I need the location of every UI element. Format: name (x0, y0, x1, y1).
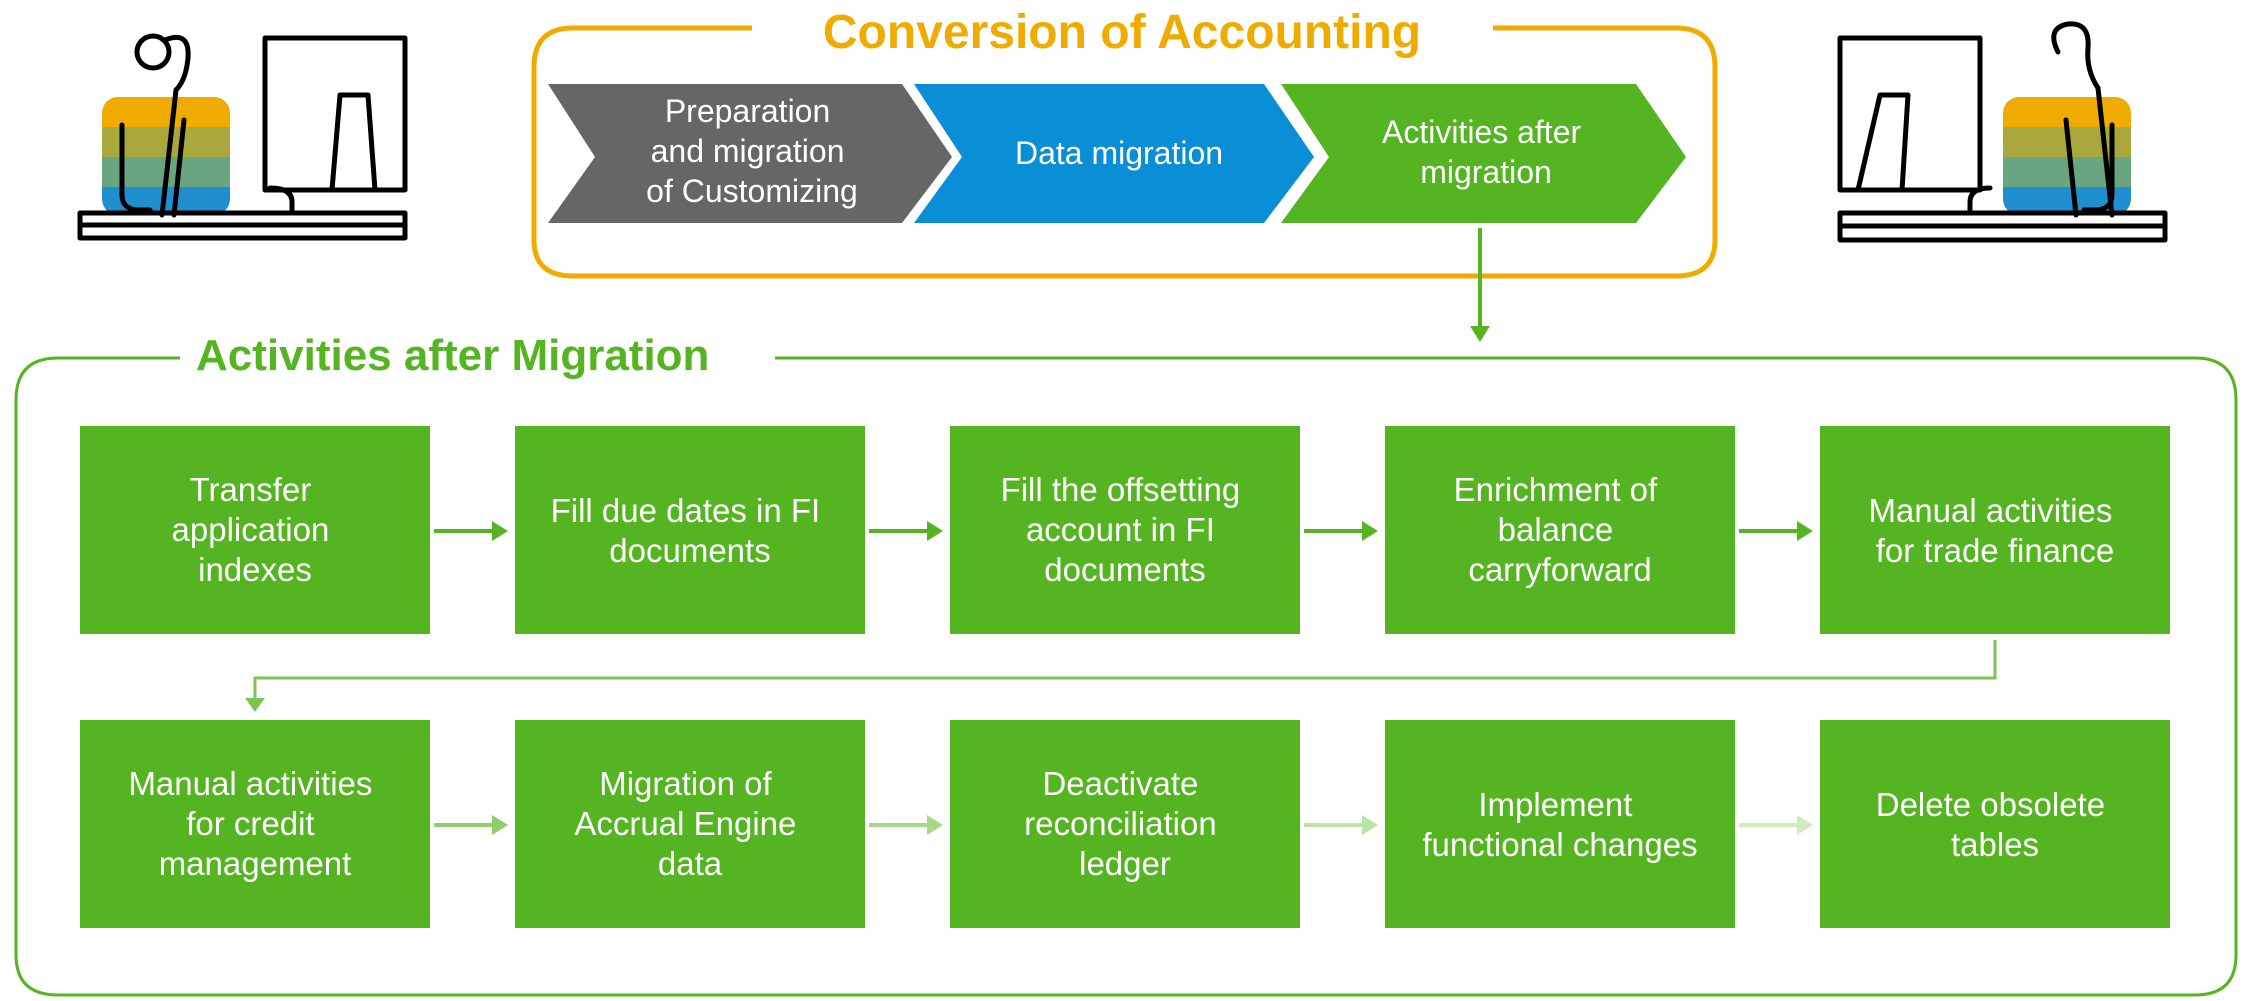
activity-box-obsolete-tables (1820, 720, 2170, 928)
activities-frame-border (14, 356, 2238, 997)
arrow-4-5 (1739, 521, 1813, 541)
activities-title: Activities after Migration (196, 331, 709, 380)
row-2-arrows (434, 815, 1813, 835)
activity-label-offsetting-account: Fill the offsetting account in FI docume… (1001, 471, 1250, 588)
person-at-computer-icon (1837, 21, 2168, 243)
activity-label-obsolete-tables: Delete obsolete tables (1876, 786, 2115, 863)
arrow-2-3 (869, 521, 943, 541)
row-connector (245, 640, 1997, 712)
phase-label-data-migration: Data migration (1015, 135, 1223, 171)
conversion-frame: Conversion of Accounting (531, 6, 1718, 279)
phase-to-section-arrow (1470, 228, 1490, 342)
phase-chevron-preparation (548, 84, 952, 223)
arrow-8-9 (1304, 815, 1378, 835)
activity-box-accrual-engine (515, 720, 865, 928)
activity-label-accrual-engine: Migration of Accrual Engine data (574, 765, 805, 882)
activity-label-functional-changes: Implement functional changes (1422, 786, 1697, 863)
arrow-7-8 (869, 815, 943, 835)
activity-row-2: Manual activities for credit management … (80, 720, 2170, 928)
arrow-1-2 (434, 521, 508, 541)
activity-box-credit-management (80, 720, 430, 928)
phase-label-activities: Activities after migration (1382, 114, 1590, 190)
activity-box-functional-changes (1385, 720, 1735, 928)
activity-box-reconciliation-ledger (950, 720, 1300, 928)
phase-chevrons: Preparation and migration of Customizing… (548, 84, 1686, 223)
conversion-frame-border (531, 25, 1718, 279)
activity-box-trade-finance (1820, 426, 2170, 634)
phase-chevron-activities (1281, 84, 1686, 223)
phase-label-preparation: Preparation and migration of Customizing (646, 93, 858, 209)
activity-box-offsetting-account (950, 426, 1300, 634)
phase-chevron-data-migration (914, 84, 1314, 223)
arrow-3-4 (1304, 521, 1378, 541)
activity-label-transfer-indexes: Transfer application indexes (172, 471, 339, 588)
activity-label-credit-management: Manual activities for credit management (128, 765, 381, 882)
row-1-arrows (434, 521, 1813, 541)
activity-label-balance-carryforward: Enrichment of balance carryforward (1454, 471, 1667, 588)
activity-box-fill-due-dates (515, 426, 865, 634)
activity-box-transfer-indexes (80, 426, 430, 634)
activity-box-balance-carryforward (1385, 426, 1735, 634)
arrow-6-7 (434, 815, 508, 835)
arrow-9-10 (1739, 815, 1813, 835)
activity-label-fill-due-dates: Fill due dates in FI documents (551, 492, 830, 569)
activity-label-trade-finance: Manual activities for trade finance (1868, 492, 2121, 569)
activities-frame: Activities after Migration (14, 331, 2238, 997)
activity-label-reconciliation-ledger: Deactivate reconciliation ledger (1024, 765, 1226, 882)
conversion-title: Conversion of Accounting (823, 6, 1421, 59)
activity-row-1: Transfer application indexes Fill due da… (80, 426, 2170, 634)
person-at-computer-icon (77, 33, 408, 241)
